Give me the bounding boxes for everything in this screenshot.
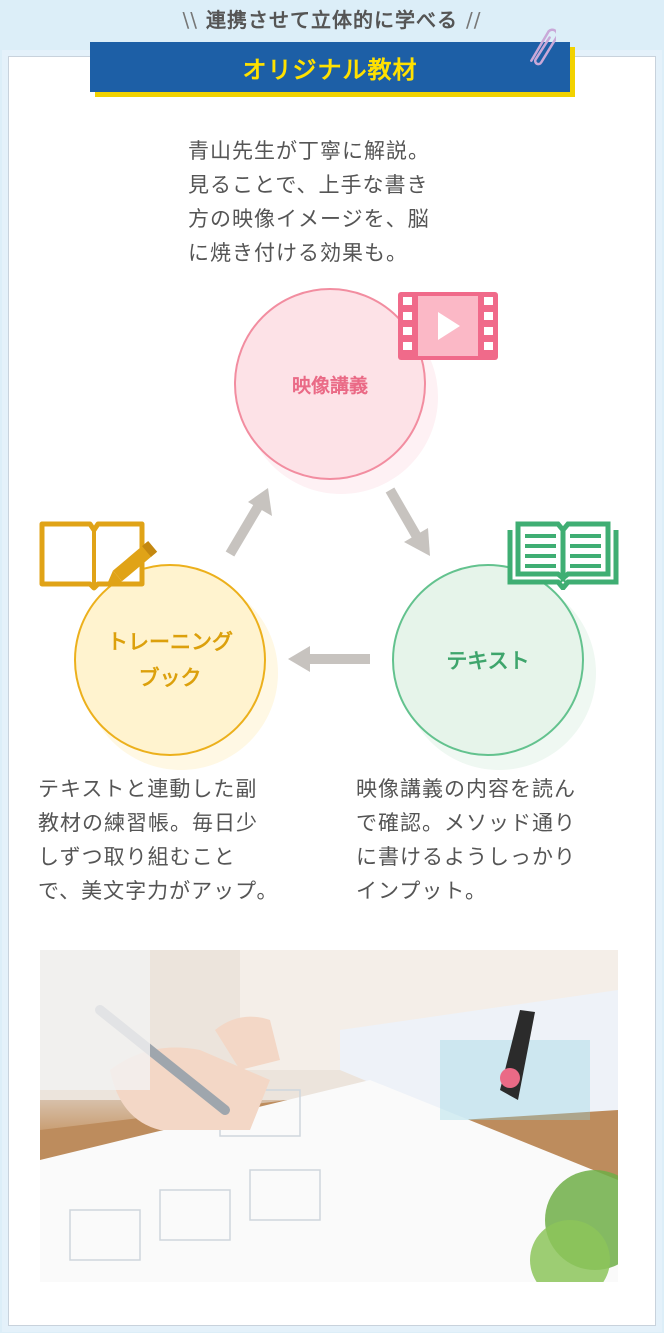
text-circle: テキスト (392, 564, 584, 756)
video-lecture-circle: 映像講義 (234, 288, 426, 480)
open-book-icon (507, 521, 619, 590)
ribbon-title: オリジナル教材 (242, 55, 418, 84)
video-play-icon (398, 292, 498, 360)
title-ribbon: オリジナル教材 (90, 42, 570, 92)
photo-scene (40, 950, 618, 1282)
header-subtitle: \\ 連携させて立体的に学べる // (0, 4, 664, 33)
text-circle-label: テキスト (446, 649, 530, 673)
handwriting-practice-photo (40, 950, 618, 1282)
arrow-text-to-book (288, 646, 370, 672)
text-description: 映像講義の内容を読ん で確認。メソッド通り に書けるようしっかり インプット。 (356, 777, 576, 903)
video-circle-label: 映像講義 (291, 374, 368, 397)
subtitle-text: 連携させて立体的に学べる (206, 8, 458, 32)
video-description: 青山先生が丁寧に解説。 見ることで、上手な書き 方の映像イメージを、脳 に焼き付… (188, 139, 430, 265)
book-circle-label: トレーニング ブック (107, 630, 233, 690)
notebook-pencil-icon (39, 521, 158, 591)
arrow-book-to-video (225, 488, 272, 557)
paperclip-icon (530, 28, 556, 66)
training-book-circle: トレーニング ブック (74, 564, 266, 756)
training-description: テキストと連動した副 教材の練習帳。毎日少 しずつ取り組むこと で、美文字力がア… (38, 777, 279, 903)
slash-deco-left: \\ (182, 8, 198, 32)
arrow-video-to-text (385, 487, 430, 556)
slash-deco-right: // (466, 8, 482, 32)
